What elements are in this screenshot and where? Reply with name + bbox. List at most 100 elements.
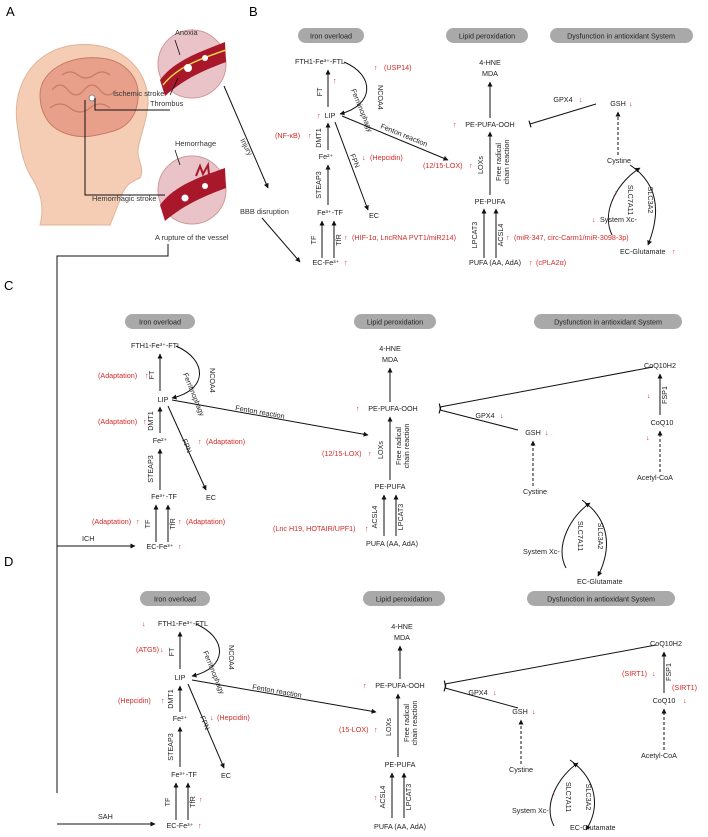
svg-text:GSH: GSH [525,428,541,437]
svg-text:ACSL4: ACSL4 [496,224,505,247]
svg-text:Acetyl-CoA: Acetyl-CoA [637,473,673,482]
svg-text:PE-PUFA-OOH: PE-PUFA-OOH [375,681,425,690]
svg-text:GSH: GSH [512,707,528,716]
svg-text:DMT1: DMT1 [146,411,155,431]
svg-text:↑: ↑ [374,725,378,734]
svg-text:SLC3A2: SLC3A2 [584,784,593,811]
svg-text:FSP1: FSP1 [660,386,669,404]
svg-text:↓: ↓ [579,95,583,104]
label-injury: Injury [238,137,255,157]
svg-text:PE-PUFA: PE-PUFA [475,197,506,206]
reg-c-adapt-tfr: (Adaptation) [186,517,225,526]
svg-text:STEAP3: STEAP3 [314,171,323,199]
svg-text:↓: ↓ [683,696,687,705]
header-lipid-d [363,591,445,606]
svg-text:↑: ↑ [161,696,165,705]
svg-text:chain reaction: chain reaction [502,140,511,185]
reg-d-sirt1-coq10: (SIRT1) [672,683,697,692]
svg-text:System Xc-: System Xc- [600,215,637,224]
reg-b-mir347: (miR-347, circ-Carm1/miR-3098-3p) [514,233,629,242]
svg-text:MDA: MDA [394,633,410,642]
svg-text:Free radical: Free radical [402,704,411,742]
svg-text:↑: ↑ [506,233,510,242]
svg-text:TF: TF [143,519,152,528]
reg-c-adapt-fpn: (Adaptation) [206,437,245,446]
svg-text:FPN: FPN [348,152,362,169]
lesion-marker [88,94,96,102]
reg-b-lox: (12/15-LOX) [423,161,463,170]
panel-c: Iron overload Lipid peroxidation Dysfunc… [57,314,682,586]
svg-text:↑: ↑ [374,63,378,72]
svg-text:NCOA4: NCOA4 [376,85,385,110]
svg-text:↑: ↑ [136,517,140,526]
reg-c-adapt-dmt1: (Adaptation) [98,417,137,426]
svg-text:NCOA4: NCOA4 [227,645,236,670]
svg-text:Fenton reaction: Fenton reaction [235,403,286,421]
svg-text:↓: ↓ [614,188,618,197]
svg-text:SLC7A11: SLC7A11 [626,185,635,215]
label-anoxia: Anoxia [175,28,198,37]
svg-text:Fe²⁺: Fe²⁺ [319,152,334,161]
svg-text:↑: ↑ [333,76,337,85]
reg-b-hif: (HIF-1α, LncRNA PVT1/miR214) [352,233,456,242]
svg-text:LOXs: LOXs [384,718,393,736]
svg-text:Lipid peroxidation: Lipid peroxidation [459,32,515,41]
svg-text:↓: ↓ [210,713,214,722]
label-hemorrhage: Hemorrhage [175,139,216,148]
svg-text:TfR: TfR [168,518,177,530]
header-antiox-d [527,591,675,606]
svg-text:PE-PUFA: PE-PUFA [385,760,416,769]
svg-text:↓: ↓ [629,99,633,108]
header-lipid-c [354,314,436,329]
svg-text:TfR: TfR [334,234,343,246]
svg-text:Dysfunction in antioxidant Sys: Dysfunction in antioxidant System [567,32,675,41]
panel-d: Iron overload Lipid peroxidation Dysfunc… [57,591,697,832]
svg-text:↑: ↑ [178,517,182,526]
svg-text:GPX4: GPX4 [475,411,494,420]
svg-text:↓: ↓ [532,707,536,716]
svg-text:SLC7A11: SLC7A11 [564,782,573,812]
node-lip-b: LIP [325,111,336,120]
svg-text:CoQ10: CoQ10 [651,418,674,427]
svg-text:↑: ↑ [198,821,202,830]
svg-text:NCOA4: NCOA4 [208,368,217,393]
header-lipid-b [446,28,528,43]
svg-text:MDA: MDA [382,355,398,364]
svg-text:MDA: MDA [482,69,498,78]
svg-text:Dysfunction in antioxidant Sys: Dysfunction in antioxidant System [554,318,662,327]
svg-text:LPCAT3: LPCAT3 [404,784,413,811]
label-ich: ICH [82,534,94,543]
svg-text:GSH: GSH [610,99,626,108]
svg-text:↑: ↑ [317,111,321,120]
label-thrombus: Thrombus [150,99,184,108]
header-iron-d [140,591,210,606]
label-bbb-disruption: BBB disruption [240,207,289,216]
svg-text:CoQ10: CoQ10 [653,696,676,705]
svg-text:Free radical: Free radical [494,143,503,181]
label-sah: SAH [98,812,113,821]
label-hemorrhagic-stroke: Hemorrhagic stroke [92,194,156,203]
svg-text:FSP1: FSP1 [664,663,673,681]
svg-text:Ferritinophagy: Ferritinophagy [201,649,227,695]
svg-text:chain reaction: chain reaction [402,424,411,469]
svg-text:↑: ↑ [672,247,676,256]
svg-text:LPCAT3: LPCAT3 [396,504,405,531]
svg-text:EC: EC [221,771,231,780]
svg-text:CoQ10H2: CoQ10H2 [644,361,676,370]
svg-text:FPN: FPN [180,437,194,454]
svg-text:↑: ↑ [199,795,203,804]
svg-text:ACSL4: ACSL4 [370,506,379,529]
reg-d-hepcidin-fpn: (Hepcidin) [217,713,250,722]
svg-text:Fe²⁺: Fe²⁺ [173,714,188,723]
svg-text:EC-Fe³⁺: EC-Fe³⁺ [147,542,174,551]
svg-text:PUFA (AA, AdA): PUFA (AA, AdA) [366,539,418,548]
svg-text:EC-Glutamate: EC-Glutamate [570,823,616,832]
svg-text:↑: ↑ [529,258,533,267]
reg-d-hepcidin-dmt1: (Hepcidin) [118,696,151,705]
label-rupture: A rupture of the vessel [155,233,229,242]
reg-d-atg5: (ATG5) [136,645,159,654]
panel-a: A Anoxia Ischemic stroke Thrombus Hemorr… [6,4,301,793]
svg-text:↑: ↑ [365,524,369,533]
svg-text:↓: ↓ [592,215,596,224]
